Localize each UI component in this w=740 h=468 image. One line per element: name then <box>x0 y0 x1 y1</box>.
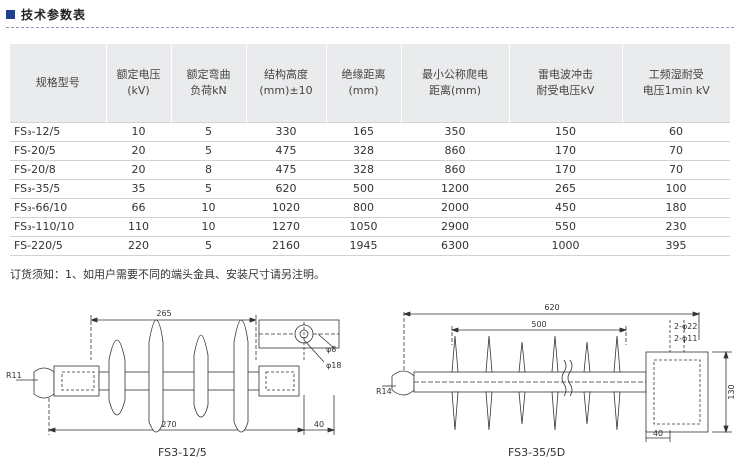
model-cell: FS-220/5 <box>10 236 106 256</box>
value-cell: 70 <box>622 160 730 180</box>
value-cell: 110 <box>106 217 171 237</box>
dim-base-label: 40 <box>653 429 663 438</box>
column-header: 雷电波冲击 耐受电压kV <box>508 44 622 122</box>
dim-bottom-label: 270 <box>161 420 176 429</box>
model-cell: FS₃-35/5 <box>10 179 106 199</box>
value-cell: 2160 <box>246 236 326 256</box>
dim-right-label: 40 <box>314 420 324 429</box>
value-cell: 230 <box>622 217 730 237</box>
model-cell: FS₃-110/10 <box>10 217 106 237</box>
value-cell: 220 <box>106 236 171 256</box>
value-cell: 475 <box>246 141 326 161</box>
value-cell: 6300 <box>401 236 509 256</box>
value-cell: 170 <box>509 141 622 161</box>
column-header: 结构高度 (mm)±10 <box>245 44 326 122</box>
section-title: 技术参数表 <box>21 7 87 22</box>
value-cell: 10 <box>171 217 246 237</box>
value-cell: 350 <box>401 121 509 142</box>
model-cell: FS₃-12/5 <box>10 121 106 142</box>
value-cell: 860 <box>401 160 509 180</box>
order-note: 订货须知：1、如用户需要不同的端头金具、安装尺寸请另注明。 <box>10 268 325 281</box>
column-header: 规格型号 <box>10 44 106 122</box>
dim-plate-label: φ18 <box>326 361 341 370</box>
value-cell: 328 <box>326 160 401 180</box>
caption-right: FS3-35/5D <box>508 446 566 459</box>
dim-radius-label: R11 <box>6 371 22 380</box>
model-cell: FS-20/8 <box>10 160 106 180</box>
dim-hole-b-label: 2-φ11 <box>674 334 697 343</box>
model-cell: FS₃-66/10 <box>10 198 106 218</box>
value-cell: 20 <box>106 160 171 180</box>
value-cell: 66 <box>106 198 171 218</box>
dim-overall-label: 620 <box>544 303 559 312</box>
value-cell: 1270 <box>246 217 326 237</box>
model-cell: FS-20/5 <box>10 141 106 161</box>
dim-top-label: 265 <box>156 309 171 318</box>
value-cell: 550 <box>509 217 622 237</box>
value-cell: 800 <box>326 198 401 218</box>
value-cell: 100 <box>622 179 730 199</box>
column-header: 额定电压 (kV) <box>105 44 171 122</box>
section-header: 技术参数表 <box>6 6 86 22</box>
value-cell: 1945 <box>326 236 401 256</box>
column-header: 额定弯曲 负荷kN <box>170 44 246 122</box>
value-cell: 165 <box>326 121 401 142</box>
drawing-fs3-35-5d: 620 500 40 130 R14 2-φ22 2-φ11 <box>374 300 736 442</box>
dim-shed-label: 500 <box>531 320 546 329</box>
section-marker <box>6 9 15 19</box>
column-header: 最小公称爬电 距离(mm) <box>400 44 509 122</box>
value-cell: 620 <box>246 179 326 199</box>
column-header: 绝缘距离 (mm) <box>325 44 401 122</box>
value-cell: 860 <box>401 141 509 161</box>
value-cell: 265 <box>509 179 622 199</box>
value-cell: 170 <box>509 160 622 180</box>
insulator-drawing-left: 265 270 40 R11 φ8 φ18 <box>6 309 341 435</box>
caption-left: FS3-12/5 <box>158 446 207 459</box>
dim-height-label: 130 <box>727 384 736 399</box>
value-cell: 5 <box>171 236 246 256</box>
drawing-fs3-12-5: 265 270 40 R11 φ8 φ18 <box>4 300 354 460</box>
value-cell: 10 <box>171 198 246 218</box>
dim-hole-a-label: 2-φ22 <box>674 322 697 331</box>
value-cell: 500 <box>326 179 401 199</box>
value-cell: 20 <box>106 141 171 161</box>
value-cell: 1200 <box>401 179 509 199</box>
value-cell: 180 <box>622 198 730 218</box>
value-cell: 8 <box>171 160 246 180</box>
value-cell: 450 <box>509 198 622 218</box>
value-cell: 2900 <box>401 217 509 237</box>
insulator-drawing-right: 620 500 40 130 R14 2-φ22 2-φ11 <box>376 303 736 442</box>
value-cell: 60 <box>622 121 730 142</box>
value-cell: 330 <box>246 121 326 142</box>
value-cell: 395 <box>622 236 730 256</box>
value-cell: 1000 <box>509 236 622 256</box>
value-cell: 35 <box>106 179 171 199</box>
value-cell: 150 <box>509 121 622 142</box>
value-cell: 5 <box>171 121 246 142</box>
value-cell: 5 <box>171 179 246 199</box>
value-cell: 2000 <box>401 198 509 218</box>
value-cell: 70 <box>622 141 730 161</box>
table-header-row: 规格型号 额定电压 (kV) 额定弯曲 负荷kN 结构高度 (mm)±10 绝缘… <box>10 44 730 122</box>
spec-table: 规格型号 额定电压 (kV) 额定弯曲 负荷kN 结构高度 (mm)±10 绝缘… <box>10 44 730 256</box>
section-divider <box>6 27 734 28</box>
value-cell: 328 <box>326 141 401 161</box>
value-cell: 10 <box>106 121 171 142</box>
value-cell: 475 <box>246 160 326 180</box>
column-header: 工频湿耐受 电压1min kV <box>621 44 730 122</box>
value-cell: 1020 <box>246 198 326 218</box>
value-cell: 1050 <box>326 217 401 237</box>
dim-hole-label: φ8 <box>326 345 336 354</box>
dim-radius-label: R14 <box>376 387 392 396</box>
value-cell: 5 <box>171 141 246 161</box>
